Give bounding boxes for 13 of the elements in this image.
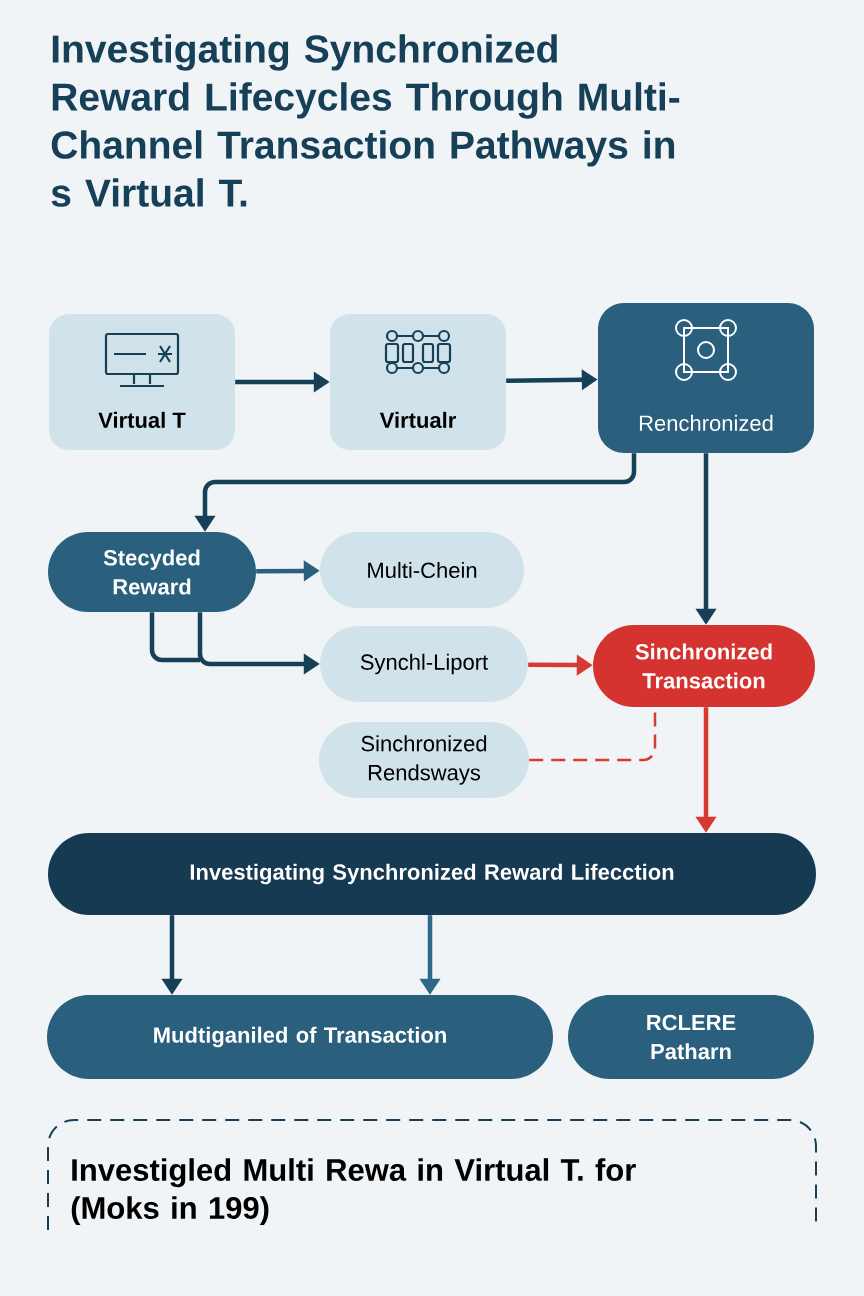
process-box: Sinchronized Transaction [593,625,815,707]
process-box: Stecyded Reward [48,532,256,612]
process-box: RCLERE Patharn [568,995,814,1079]
process-box: Renchronized [598,303,814,453]
process-box: Sinchronized Rendsways [319,722,529,798]
process-box: Multi-Chein [320,532,524,608]
title: Investigating Synchronized Reward Lifecycles Through Multi-Channel Transaction Pathways in s Virtual T. [51,34,680,207]
process-box: Mudtiganiled of Transaction [47,995,553,1079]
process-box: Virtual T [49,314,235,450]
note-box: Investigled Multi Rewa in Virtual T. for (Moks in 199) [47,1119,817,1231]
process-box: Virtualr [330,314,506,450]
process-box: Investigating Synchronized Reward Lifecction [48,833,816,915]
process-box: Synchl-Liport [320,626,528,702]
